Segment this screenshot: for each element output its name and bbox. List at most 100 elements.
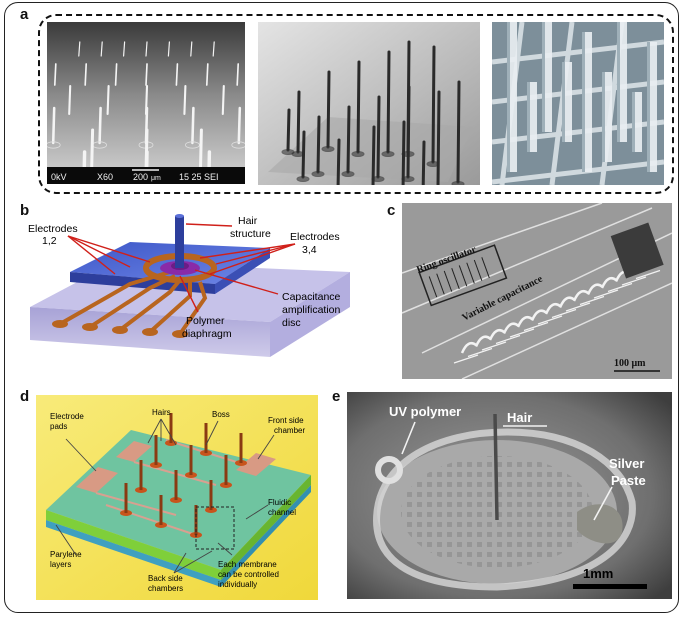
hair	[159, 495, 163, 525]
sem-pillar	[212, 41, 215, 57]
label-front-chamber-line1: Front side	[268, 416, 304, 425]
panel-c-label: c	[387, 202, 396, 219]
label-silver-line2: Paste	[611, 473, 646, 488]
capacitor-plate	[481, 341, 507, 351]
sem-pillar	[421, 140, 426, 185]
label-fluidic-channel-line2: channel	[268, 508, 296, 517]
sem-pillar	[406, 85, 411, 179]
capacitor-finger	[572, 290, 589, 302]
sem-pillar	[236, 63, 240, 86]
sem-pillar-shade	[562, 62, 565, 142]
figure-frame	[4, 2, 679, 613]
panel-a-label: a	[20, 6, 29, 23]
sem-pillar-base	[321, 146, 335, 152]
sem-pillar	[527, 82, 537, 152]
sem-pillar	[205, 63, 209, 86]
capacitor-plate	[523, 321, 549, 332]
label-parylene-line2: layers	[50, 560, 71, 569]
sem-pillar	[145, 63, 148, 86]
panel-a-sem-image-1: 0kV X60 200 μm 15 25 SEI	[47, 22, 245, 184]
sem-pillar-base	[311, 171, 325, 177]
sem-scale-value: 200	[133, 172, 148, 182]
capacitor-plate	[551, 308, 577, 319]
capacitor-finger	[488, 329, 505, 341]
sem-pillar	[221, 84, 225, 116]
sem-pillar	[647, 42, 657, 172]
e-scale-bar	[573, 584, 647, 589]
sem-magnification: X60	[97, 172, 113, 182]
sem-pillar-base	[341, 171, 355, 177]
sem-pillar	[183, 84, 187, 116]
sem-pillar	[301, 130, 306, 179]
label-parylene-line1: Parylene	[50, 550, 82, 559]
label-capacitance-line3: disc	[282, 317, 301, 329]
capacitor-finger	[600, 277, 617, 289]
panel-d-schematic: Electrode pads Hairs Boss Front side cha…	[36, 395, 318, 600]
sem-kv: 0kV	[51, 172, 67, 182]
sem-pillar	[237, 106, 242, 145]
sem-pillar-shade	[632, 92, 635, 152]
sem-pillar	[326, 70, 331, 149]
sem-pillar	[78, 41, 81, 57]
label-polymer-line1: Polymer	[186, 315, 225, 327]
sem-pillar-base	[47, 141, 61, 149]
panel-b-schematic: Electrodes 1,2 Hair structure Electrodes…	[20, 212, 375, 372]
label-hair-line1: Hair	[238, 215, 258, 227]
sem-pillar-base	[281, 149, 295, 155]
sem-pillar-base	[351, 151, 365, 157]
capacitor-plate	[579, 295, 605, 306]
label-back-chambers-line2: chambers	[148, 584, 183, 593]
label-front-chamber-line2: chamber	[274, 426, 305, 435]
sem-pillar	[542, 22, 552, 132]
sem-pillar-base	[231, 141, 245, 149]
capacitor-finger	[516, 316, 533, 328]
sem-pillar	[68, 84, 72, 116]
label-e-scale: 1mm	[583, 566, 613, 581]
label-boss: Boss	[212, 410, 230, 419]
capacitor-plate	[509, 328, 535, 338]
label-fluidic-channel-line1: Fluidic	[268, 498, 291, 507]
hair	[224, 455, 228, 485]
sem-pillar	[53, 63, 57, 86]
sem-pillar	[316, 115, 321, 174]
sem-pillar-shade	[527, 82, 530, 152]
sem-pillar	[51, 106, 56, 145]
capacitor-plate	[495, 334, 521, 345]
label-electrode-pads-line1: Electrode	[50, 412, 84, 421]
sem-pillar	[145, 41, 148, 57]
sem-pillar	[386, 50, 391, 154]
label-capacitance-line1: Capacitance	[282, 291, 341, 303]
hair	[169, 413, 173, 443]
sem-pillar-base	[381, 151, 395, 157]
label-silver-line1: Silver	[609, 456, 644, 471]
sem-pillar	[167, 41, 171, 57]
sem-pillar	[296, 90, 301, 154]
sem-pillar	[191, 106, 195, 145]
capacitor-finger	[474, 335, 491, 348]
capacitor-plate	[565, 302, 591, 312]
capacitor-plate	[453, 354, 479, 364]
capacitor-plate	[593, 289, 619, 299]
sem-pillar	[371, 125, 376, 185]
hair	[139, 460, 143, 490]
capacitor-finger	[558, 296, 575, 309]
capacitor-plate	[537, 315, 563, 325]
sem-pillar	[507, 22, 517, 172]
sem-pillar-shade	[602, 72, 605, 162]
sem-code: 15 25 SEI	[179, 172, 219, 182]
sem-scale-unit: μm	[151, 175, 161, 182]
capacitor-finger	[530, 309, 547, 322]
sem-pillar	[84, 63, 88, 86]
capacitor-finger	[502, 322, 519, 335]
sem-pillar	[617, 22, 627, 142]
label-electrodes-34-line2: 3,4	[302, 244, 317, 256]
capacitor-finger	[460, 342, 477, 354]
hair	[209, 480, 213, 510]
sem-pillar	[356, 60, 361, 154]
label-electrodes-34-line1: Electrodes	[290, 231, 340, 243]
label-capacitance-line2: amplification	[282, 304, 341, 316]
panel-a-dashed-border	[38, 14, 674, 194]
sem-pillar-shade	[617, 22, 620, 142]
sem-pillar	[632, 92, 642, 152]
sem-pillar	[602, 72, 612, 162]
